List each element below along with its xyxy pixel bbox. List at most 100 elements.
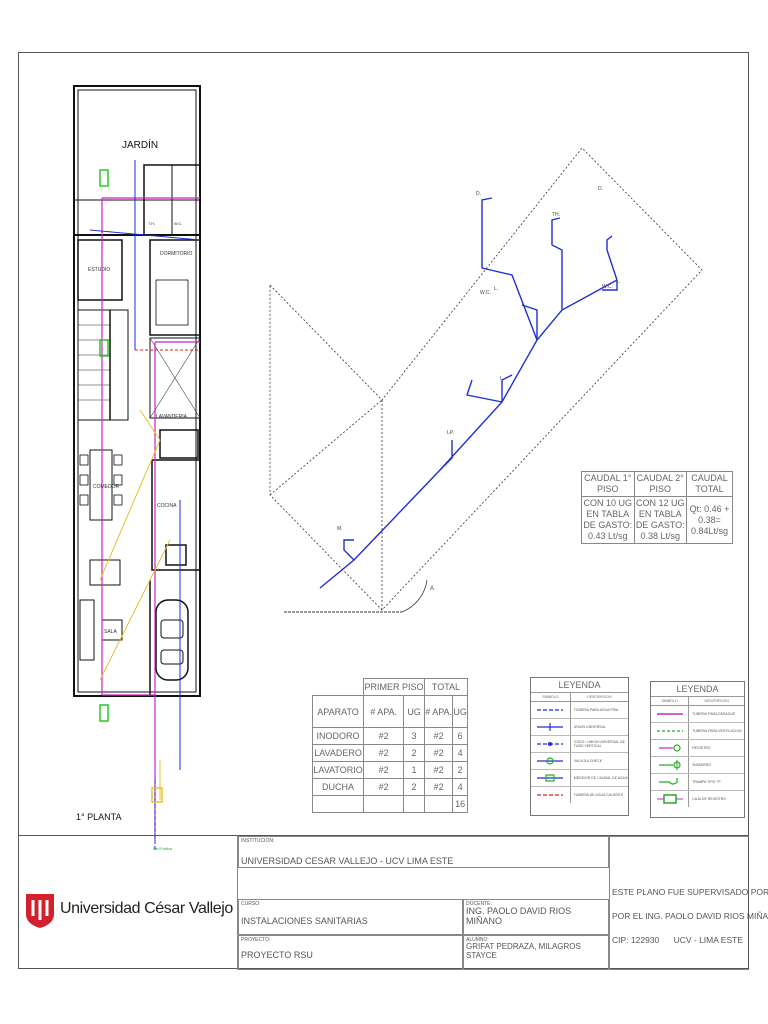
table-row-total: 16: [311, 795, 468, 813]
table-cell: #2: [423, 761, 454, 779]
title-block: Universidad César Vallejo INSTITUCION: U…: [18, 835, 768, 970]
table-cell: #2: [423, 744, 454, 762]
apparatus-table: PRIMER PISO TOTAL APARATO # APA. UG # AP…: [311, 678, 469, 813]
room-label-wc: W.C.: [174, 221, 183, 226]
caudal-cell-2: CON 12 UG EN TABLA DE GASTO: 0.38 Lt/sg: [633, 496, 687, 544]
caudal-table: CAUDAL 1° PISO CAUDAL 2° PISO CAUDAL TOT…: [581, 471, 733, 544]
university-logo-icon: [26, 894, 54, 928]
university-name: Universidad César Vallejo: [60, 900, 233, 917]
cip-label: CIP: 122930: [612, 935, 660, 945]
caudal-cell-3: Qt: 0.46 + 0.38= 0.84Lt/sg: [686, 496, 733, 544]
iso-label-d-right: D.: [598, 186, 603, 192]
table-cell: #2: [363, 744, 405, 762]
proyecto-cell: PROYECTO: PROYECTO RSU: [238, 935, 463, 970]
table-row: INODORO #2 3 #2 6: [311, 727, 468, 745]
legend-item: TUBERIA DE AGUA CALIENTE: [531, 787, 628, 803]
legend-item: TUBERIA PARA DESAGUE: [651, 706, 744, 723]
table-cell: 4: [452, 778, 468, 796]
drawing-sheet: [18, 52, 749, 969]
floor-plan: Red Pública JARDÍN ESTUDIO DORMITORIO LA…: [73, 85, 201, 851]
room-label-lavanderia: LAVANDERIA: [156, 414, 188, 420]
legend-drain: LEYENDA SIMBOLO DESCRIPCION TUBERIA PARA …: [650, 681, 745, 818]
docente-cell: DOCENTE: ING. PAOLO DAVID RIOS MIÑANO: [463, 899, 609, 935]
caudal-header-2: CAUDAL 2° PISO: [633, 471, 687, 497]
iso-label-l-right: L.: [616, 279, 620, 285]
water-main-label: Red Pública: [153, 847, 172, 851]
supervision-cell: ESTE PLANO FUE SUPERVISADO POR EL POR EL…: [609, 836, 768, 970]
legend-col-desc: DESCRIPCION: [704, 699, 729, 703]
table-cell: 6: [452, 727, 468, 745]
legend-item: CAJA DE REGISTRO: [651, 791, 744, 807]
legend-item: REGISTRO: [651, 740, 744, 757]
group-header-primer-piso: PRIMER PISO: [363, 678, 425, 696]
table-cell: 2: [403, 778, 425, 796]
docente-label: DOCENTE:: [466, 901, 492, 907]
table-cell: #2: [423, 727, 454, 745]
car-icon: [155, 599, 189, 681]
legend-col-desc: DESCRIPCION: [587, 695, 612, 699]
table-cell: 3: [403, 727, 425, 745]
table-cell: INODORO: [311, 727, 365, 745]
table-cell: LAVATORIO: [311, 761, 365, 779]
table-cell: 2: [403, 744, 425, 762]
caudal-header-1: CAUDAL 1° PISO: [581, 471, 635, 497]
logo-cell: Universidad César Vallejo: [18, 836, 238, 970]
col-apa-1: # APA.: [363, 695, 405, 728]
iso-label-m: M.: [337, 526, 343, 532]
table-row: DUCHA #2 2 #2 4: [311, 778, 468, 796]
campus-label: UCV - LIMA ESTE: [673, 935, 743, 945]
institucion-value: UNIVERSIDAD CESAR VALLEJO - UCV LIMA EST…: [241, 856, 454, 866]
caudal-cell-1: CON 10 UG EN TABLA DE GASTO: 0.43 Lt/sg: [581, 496, 635, 544]
table-cell: 4: [452, 744, 468, 762]
alumno-value: GRIFAT PEDRAZA, MILAGROS STAYCE: [466, 942, 581, 960]
legend-item: TUBERIA PARA AGUA FRIA: [531, 702, 628, 719]
proyecto-label: PROYECTO:: [241, 937, 271, 943]
isometric-diagram: A M. LP. L. W.C. L. D. TH. D. W.C. L.: [269, 147, 703, 613]
table-cell: #2: [363, 778, 405, 796]
table-cell: 1: [403, 761, 425, 779]
room-label-dormitorio: DORMITORIO: [160, 251, 193, 257]
iso-label-l-mid: L.: [500, 376, 504, 382]
curso-cell: CURSO: INSTALACIONES SANITARIAS: [238, 899, 463, 935]
total-ug: 16: [452, 795, 468, 813]
legend-item: UNION UNIVERSAL: [531, 719, 628, 736]
iso-label-wc-right: W.C.: [602, 284, 613, 290]
room-label-cocina: COCINA: [157, 503, 177, 509]
iso-label-l-left: L.: [494, 286, 498, 292]
proyecto-value: PROYECTO RSU: [241, 950, 313, 960]
legend-item: TUBERIA PARA VENTILACION: [651, 723, 744, 740]
alumno-cell: ALUMNO: GRIFAT PEDRAZA, MILAGROS STAYCE: [463, 935, 609, 970]
table-cell: #2: [363, 761, 405, 779]
supervision-note-1: ESTE PLANO FUE SUPERVISADO POR EL: [612, 887, 768, 897]
col-ug-2: UG: [452, 695, 468, 728]
legend-item: SUMIDERO: [651, 757, 744, 774]
alumno-label: ALUMNO:: [466, 937, 489, 943]
table-cell: #2: [423, 778, 454, 796]
legend-title: LEYENDA: [651, 682, 744, 697]
table-row: LAVADERO #2 2 #2 4: [311, 744, 468, 762]
curso-value: INSTALACIONES SANITARIAS: [241, 916, 368, 926]
legend-col-symbol: SIMBOLO: [531, 693, 571, 701]
institucion-cell: INSTITUCION: UNIVERSIDAD CESAR VALLEJO -…: [238, 836, 609, 868]
angle-label: A: [430, 586, 434, 592]
col-ug-1: UG: [403, 695, 425, 728]
table-cell: #2: [363, 727, 405, 745]
iso-label-th: TH.: [552, 212, 560, 218]
institucion-label: INSTITUCION:: [241, 838, 275, 844]
legend-item: VALVULA CHECK: [531, 753, 628, 770]
col-aparato: APARATO: [311, 695, 365, 728]
table-cell: 2: [452, 761, 468, 779]
legend-item: TRAMPA TIPO "P": [651, 774, 744, 791]
legend-item: MEDIDOR DE CAUDAL DE AGUA: [531, 770, 628, 787]
table-cell: LAVADERO: [311, 744, 365, 762]
iso-label-lp: LP.: [447, 430, 454, 436]
legend-col-symbol: SIMBOLO: [651, 697, 690, 705]
col-apa-2: # APA.: [423, 695, 454, 728]
garden-label: JARDÍN: [122, 138, 158, 151]
caudal-header-3: CAUDAL TOTAL: [686, 471, 733, 497]
table-cell: DUCHA: [311, 778, 365, 796]
iso-label-wc-left: W.C.: [480, 290, 491, 296]
docente-value: ING. PAOLO DAVID RIOS MIÑANO: [466, 906, 572, 926]
room-label-sala: SALA: [104, 629, 117, 635]
